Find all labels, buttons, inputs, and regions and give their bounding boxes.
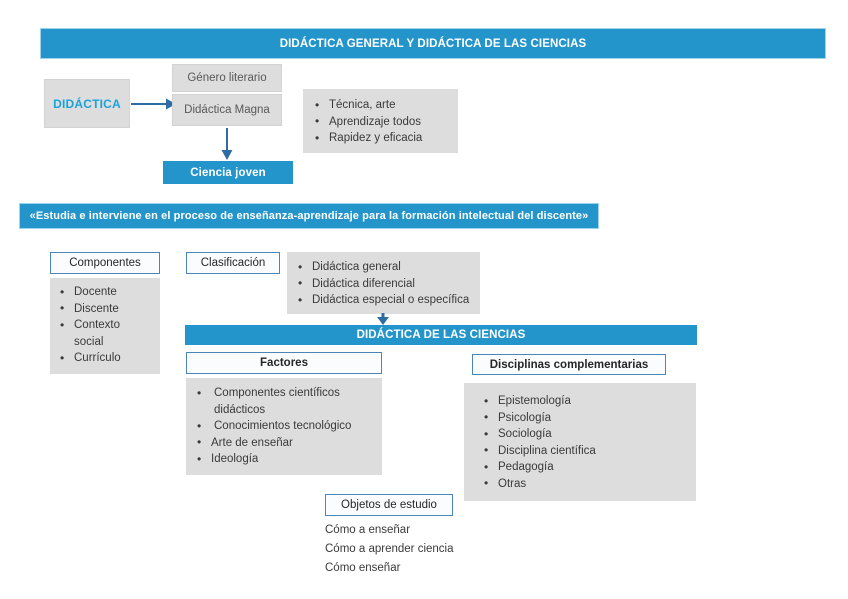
list-item: Ideología: [195, 451, 382, 468]
section-header-componentes: Componentes: [50, 252, 160, 274]
section-header-objetos-de-estudio: Objetos de estudio: [325, 494, 453, 516]
list-item: Contexto: [58, 317, 160, 334]
disciplinas-list-box: Epistemología Psicología Sociología Disc…: [464, 383, 696, 501]
list-item: Rapidez y eficacia: [313, 130, 458, 147]
componentes-list: Docente Discente Contexto social Currícu…: [58, 284, 160, 367]
list-item: Componentes científicos: [195, 385, 382, 402]
disciplinas-list: Epistemología Psicología Sociología Disc…: [482, 393, 696, 492]
result-banner-text: Ciencia joven: [190, 166, 266, 179]
factores-list: Componentes científicos didácticos Conoc…: [195, 385, 382, 468]
list-item: Conocimientos tecnológico: [195, 418, 382, 435]
ciencias-banner-text: DIDÁCTICA DE LAS CIENCIAS: [356, 329, 526, 341]
sense-label-1: Didáctica Magna: [184, 104, 270, 116]
objetos-line: Cómo enseñar: [325, 562, 401, 574]
list-item-continuation: didácticos: [214, 403, 266, 416]
list-item: Epistemología: [482, 393, 696, 410]
list-item: Pedagogía: [482, 459, 696, 476]
objetos-line: Cómo a aprender ciencia: [325, 543, 454, 555]
list-item: Didáctica especial o específica: [296, 292, 480, 309]
concept-label: DIDÁCTICA: [53, 96, 121, 111]
definition-quote-banner: «Estudia e interviene en el proceso de e…: [19, 203, 599, 229]
list-item: Docente: [58, 284, 160, 301]
arrow-clasificacion-to-ciencias: [377, 313, 389, 325]
section-header-factores: Factores: [186, 352, 382, 374]
list-item: Didáctica diferencial: [296, 275, 480, 293]
list-item: Currículo: [58, 350, 160, 367]
arrow-didactica-to-senses: [131, 98, 176, 110]
section-header-componentes-text: Componentes: [69, 257, 141, 269]
result-banner-ciencia-joven: Ciencia joven: [163, 161, 293, 184]
list-item: Disciplina científica: [482, 442, 696, 460]
sense-label-0: Género literario: [187, 72, 267, 84]
factores-list-box: Componentes científicos didácticos Conoc…: [186, 378, 382, 475]
main-title-banner: DIDÁCTICA GENERAL Y DIDÁCTICA DE LAS CIE…: [40, 28, 826, 59]
section-header-disciplinas-text: Disciplinas complementarias: [489, 358, 649, 371]
section-header-clasificacion-text: Clasificación: [200, 257, 266, 269]
list-item: Didáctica general: [296, 259, 480, 276]
componentes-list-box: Docente Discente Contexto social Currícu…: [50, 278, 160, 374]
clasificacion-list-box: Didáctica general Didáctica diferencial …: [287, 252, 480, 314]
list-item: Técnica, arte: [313, 97, 458, 114]
section-header-disciplinas: Disciplinas complementarias: [472, 354, 666, 375]
section-header-factores-text: Factores: [260, 357, 308, 369]
sense-box-didactica-magna: Didáctica Magna: [172, 94, 282, 126]
arrow-senses-to-ciencia-joven: [221, 128, 233, 160]
clasificacion-list: Didáctica general Didáctica diferencial …: [296, 259, 480, 309]
concept-box-didactica: DIDÁCTICA: [44, 79, 130, 128]
list-item: Psicología: [482, 409, 696, 427]
section-header-clasificacion: Clasificación: [186, 252, 280, 274]
list-item: Sociología: [482, 426, 696, 443]
objetos-line: Cómo a enseñar: [325, 524, 411, 536]
list-item: Arte de enseñar: [195, 434, 382, 452]
main-title-text: DIDÁCTICA GENERAL Y DIDÁCTICA DE LAS CIE…: [279, 37, 587, 50]
ciencias-banner: DIDÁCTICA DE LAS CIENCIAS: [185, 325, 697, 345]
traits-list: Técnica, arte Aprendizaje todos Rapidez …: [313, 97, 458, 147]
list-item: Aprendizaje todos: [313, 113, 458, 131]
definition-quote-text: «Estudia e interviene en el proceso de e…: [29, 210, 589, 222]
list-item: Discente: [58, 300, 160, 318]
section-header-objetos-text: Objetos de estudio: [341, 499, 437, 511]
list-item-continuation: social: [74, 335, 104, 348]
list-item: Otras: [482, 475, 696, 493]
sense-box-genero-literario: Género literario: [172, 64, 282, 92]
traits-box: Técnica, arte Aprendizaje todos Rapidez …: [303, 89, 458, 153]
objetos-lines: Cómo a enseñar Cómo a aprender ciencia C…: [325, 521, 525, 578]
